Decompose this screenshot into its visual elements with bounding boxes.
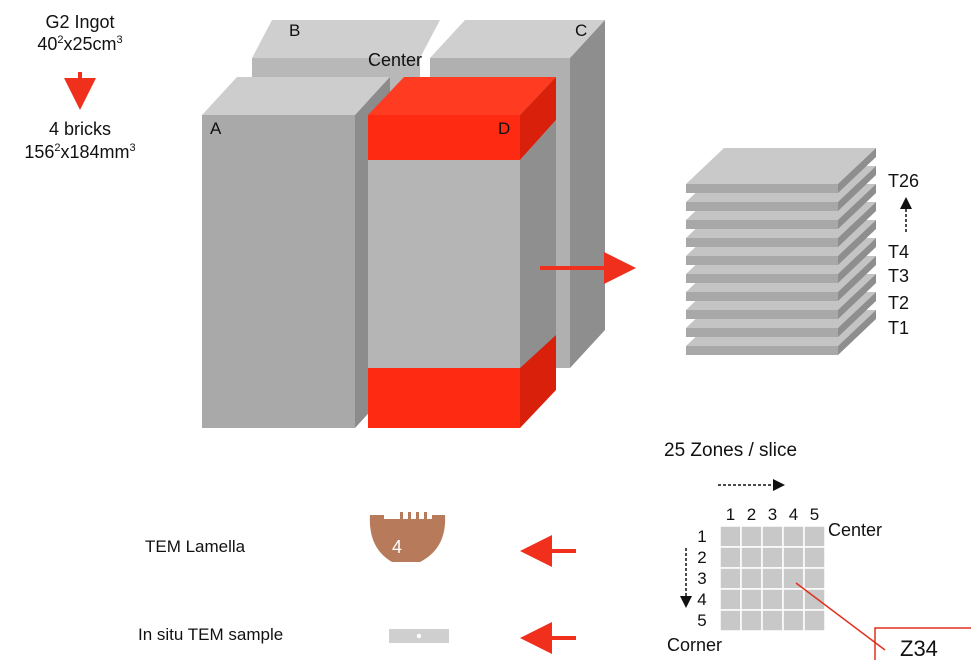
insitu-sample-label: In situ TEM sample <box>138 625 283 644</box>
brick-a <box>202 77 390 428</box>
zones-corner-label: Corner <box>667 635 722 655</box>
zone-selected-label: Z34 <box>900 636 938 660</box>
zone-cell <box>782 525 805 548</box>
slice-front <box>686 202 838 211</box>
slice-side <box>838 202 876 247</box>
zone-cell <box>719 609 742 632</box>
bricks-size: 1562x184mm3 <box>24 142 135 162</box>
zone-row-label: 1 <box>697 527 706 546</box>
zone-cell <box>740 567 763 590</box>
slice-label-t26: T26 <box>888 171 919 191</box>
zone-cell <box>740 525 763 548</box>
tem-lamella-number: 4 <box>392 537 402 557</box>
slice-front <box>686 220 838 229</box>
zone-row-label: 4 <box>697 590 706 609</box>
brick-label-b: B <box>289 21 300 40</box>
zone-cell <box>761 546 784 569</box>
tem-lamella-shape <box>369 512 446 562</box>
zone-cell <box>740 609 763 632</box>
zone-cell <box>719 546 742 569</box>
brick-label-c: C <box>575 21 587 40</box>
slice-front <box>686 310 838 319</box>
brick-label-d: D <box>498 119 510 138</box>
slice-front <box>686 292 838 301</box>
slice-side <box>838 166 876 211</box>
slice-front <box>686 238 838 247</box>
brick-d <box>368 77 556 428</box>
zone-col-label: 3 <box>768 505 777 524</box>
zone-col-label: 4 <box>789 505 798 524</box>
slice-side <box>838 220 876 265</box>
slice-label-t4: T4 <box>888 242 909 262</box>
zone-cell <box>761 525 784 548</box>
zone-cell <box>719 567 742 590</box>
zone-cell <box>719 525 742 548</box>
zone-cell <box>803 546 826 569</box>
bricks-label: 4 bricks <box>49 119 111 139</box>
zone-col-label: 2 <box>747 505 756 524</box>
zone-cell <box>782 609 805 632</box>
slice-front <box>686 184 838 193</box>
zone-cell <box>761 567 784 590</box>
slice-front <box>686 274 838 283</box>
zone-cell <box>740 546 763 569</box>
zone-cell <box>782 588 805 611</box>
slice-side <box>838 292 876 337</box>
zone-row-label: 5 <box>697 611 706 630</box>
slice-side <box>838 148 876 193</box>
slice-stack <box>686 148 876 355</box>
zone-cell <box>740 588 763 611</box>
zone-col-label: 5 <box>810 505 819 524</box>
zone-callout-box <box>874 627 971 660</box>
tem-lamella-label: TEM Lamella <box>145 537 246 556</box>
slice-top <box>686 148 876 184</box>
zone-row-label: 3 <box>697 569 706 588</box>
zones-center-label: Center <box>828 520 882 540</box>
insitu-sample-shape <box>389 629 449 643</box>
slice-side <box>838 184 876 229</box>
slice-front <box>686 328 838 337</box>
brick-label-a: A <box>210 119 222 138</box>
slice-side <box>838 256 876 301</box>
zone-cell <box>761 588 784 611</box>
zone-cell <box>782 546 805 569</box>
zone-cell <box>761 609 784 632</box>
zone-col-label: 1 <box>726 505 735 524</box>
zone-callout-line <box>795 582 886 651</box>
slice-front <box>686 346 838 355</box>
zone-cell <box>803 567 826 590</box>
zones-title: 25 Zones / slice <box>664 440 797 461</box>
slice-side <box>838 274 876 319</box>
slice-label-t1: T1 <box>888 318 909 338</box>
slice-label-t3: T3 <box>888 266 909 286</box>
slice-front <box>686 256 838 265</box>
zone-cell <box>803 525 826 548</box>
zone-cell <box>719 588 742 611</box>
ingot-title: G2 Ingot <box>45 12 114 32</box>
slice-side <box>838 238 876 283</box>
zone-cell <box>803 609 826 632</box>
brick-label-center: Center <box>368 50 422 70</box>
ingot-size: 402x25cm3 <box>37 34 122 54</box>
zone-row-labels: 1 2 3 4 5 <box>697 527 706 630</box>
zone-grid <box>719 525 826 632</box>
slice-label-t2: T2 <box>888 293 909 313</box>
slice-side <box>838 310 876 355</box>
zone-row-label: 2 <box>697 548 706 567</box>
